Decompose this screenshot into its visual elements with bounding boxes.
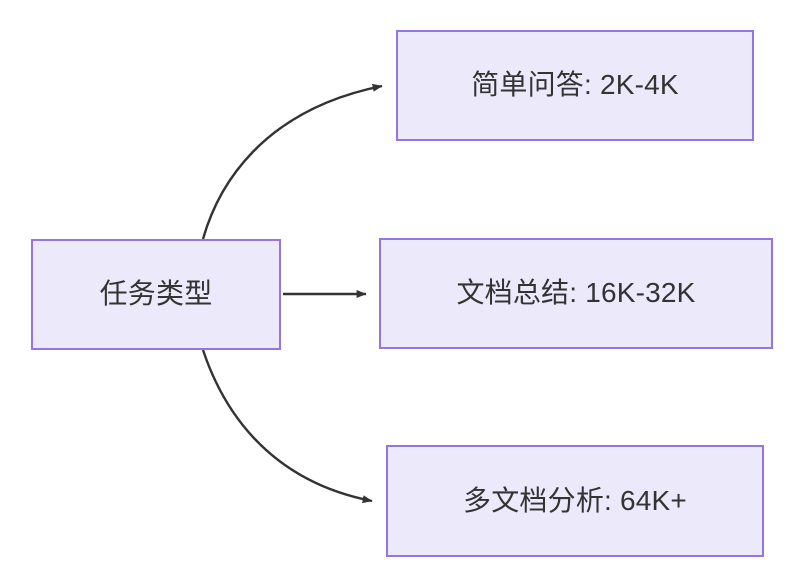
edge-task-to-simple-qa xyxy=(201,83,383,240)
node-doc-summary-label: 文档总结: 16K-32K xyxy=(456,277,696,309)
node-simple-qa[interactable]: 简单问答: 2K-4K xyxy=(396,30,754,141)
node-multi-doc-label: 多文档分析: 64K+ xyxy=(463,484,687,516)
node-task-type[interactable]: 任务类型 xyxy=(31,239,281,350)
node-multi-doc[interactable]: 多文档分析: 64K+ xyxy=(386,445,764,557)
node-task-type-label: 任务类型 xyxy=(99,278,213,310)
edge-task-to-multi-doc xyxy=(201,349,373,504)
node-doc-summary[interactable]: 文档总结: 16K-32K xyxy=(379,238,773,349)
node-simple-qa-label: 简单问答: 2K-4K xyxy=(471,69,679,101)
